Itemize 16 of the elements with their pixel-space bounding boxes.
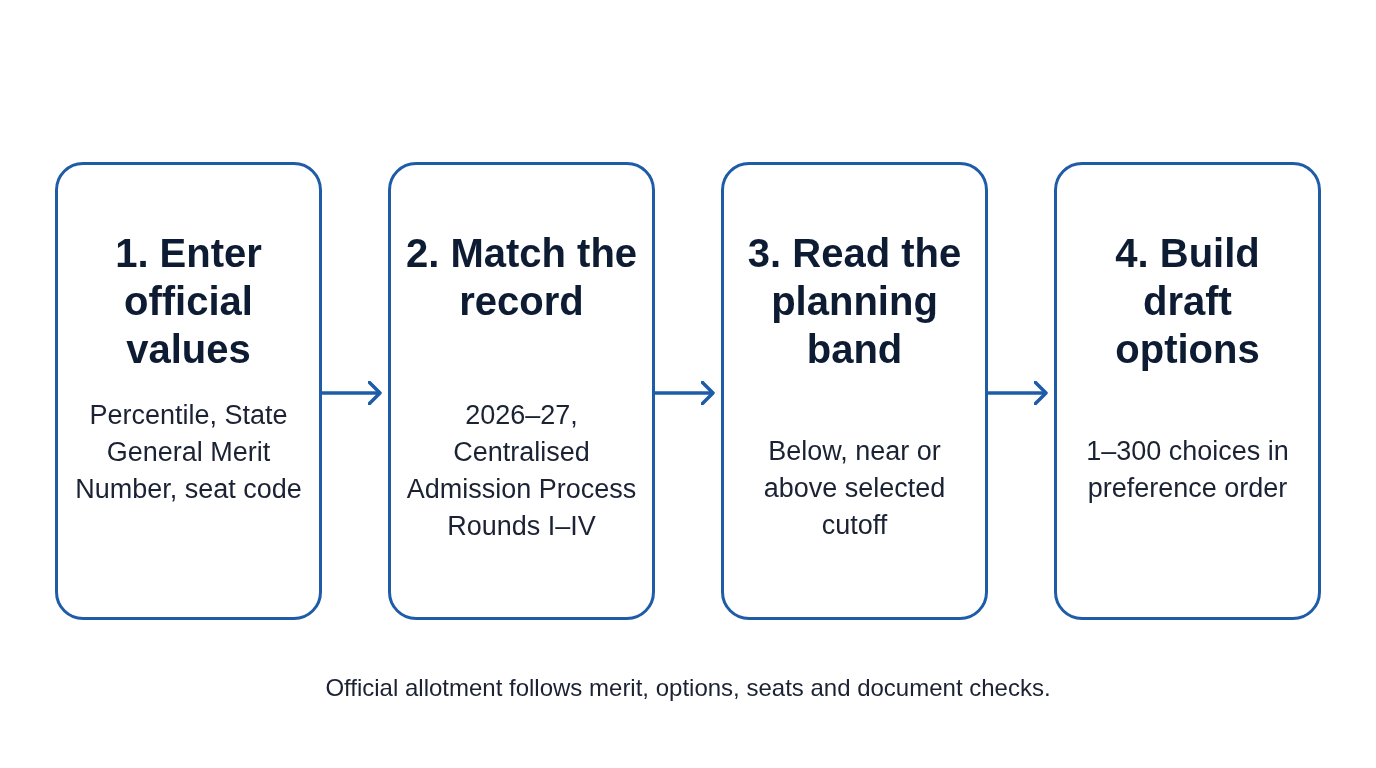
step-description: 1–300 choices in preference order [1085, 435, 1290, 505]
step-heading: 2. Match the record [405, 230, 638, 325]
step-card [55, 162, 322, 620]
arrow [988, 380, 1048, 406]
step-card [388, 162, 655, 620]
step-description: 2026–27, Centralised Admission Process Rounds I–IV [405, 399, 638, 543]
caption: Official allotment follows merit, options, seats and document checks. [324, 673, 1052, 703]
step-card [721, 162, 988, 620]
arrow [322, 380, 382, 406]
step-description: Percentile, State General Merit Number, seat code [74, 399, 303, 506]
step-heading: 3. Read the planning band [746, 230, 963, 373]
step-heading: 4. Build draft options [1114, 230, 1261, 373]
step-card [1054, 162, 1321, 620]
step-heading: 1. Enter official values [114, 230, 263, 373]
arrow [655, 380, 715, 406]
step-description: Below, near or above selected cutoff [762, 435, 947, 542]
